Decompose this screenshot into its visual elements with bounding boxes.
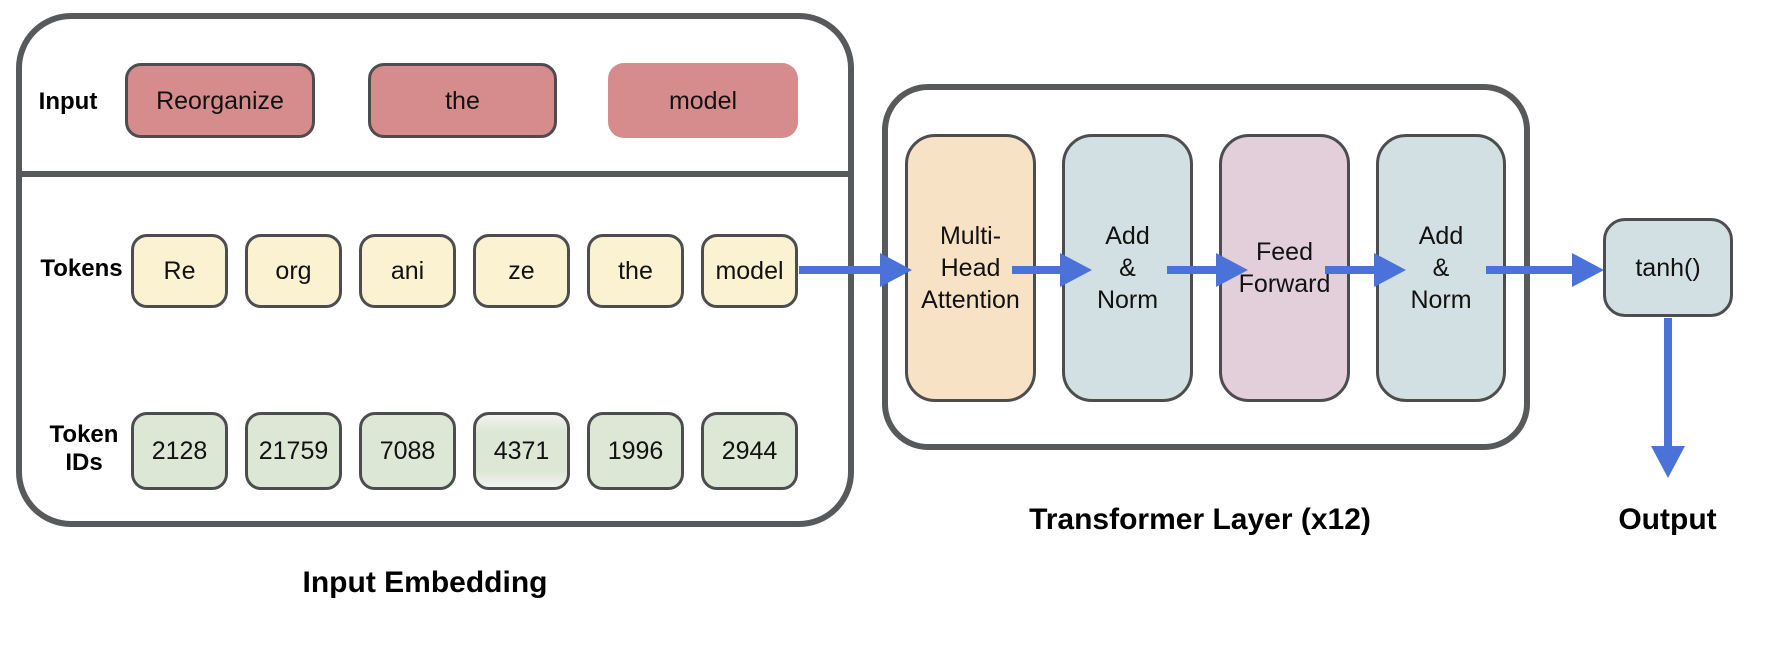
token-box-ani: ani — [359, 234, 456, 308]
token-id-box-2944: 2944 — [701, 412, 798, 490]
feed-forward-block: Feed Forward — [1219, 134, 1350, 402]
token-box-re: Re — [131, 234, 228, 308]
tokens-row-label: Tokens — [40, 255, 123, 282]
token-box-model: model — [701, 234, 798, 308]
input-row-label: Input — [38, 88, 98, 115]
input-embedding-caption: Input Embedding — [302, 566, 548, 599]
input-word-box-reorganize: Reorganize — [125, 63, 315, 138]
token-id-box-2128: 2128 — [131, 412, 228, 490]
input-embedding-divider — [16, 171, 854, 177]
output-caption: Output — [1618, 503, 1717, 536]
transformer-layer-caption: Transformer Layer (x12) — [1029, 503, 1371, 536]
tanh-activation-box: tanh() — [1603, 218, 1733, 317]
input-word-box-model: model — [608, 63, 798, 138]
token-id-box-4371: 4371 — [473, 412, 570, 490]
token-box-the: the — [587, 234, 684, 308]
token-ids-row-label: Token IDs — [49, 421, 119, 477]
input-word-box-the: the — [368, 63, 557, 138]
add-norm-block-1: Add & Norm — [1062, 134, 1193, 402]
add-norm-block-2: Add & Norm — [1376, 134, 1506, 402]
token-box-ze: ze — [473, 234, 570, 308]
multi-head-attention-block: Multi- Head Attention — [905, 134, 1036, 402]
token-id-box-7088: 7088 — [359, 412, 456, 490]
token-id-box-21759: 21759 — [245, 412, 342, 490]
arrow-tanh-to-output — [1651, 318, 1685, 478]
token-box-org: org — [245, 234, 342, 308]
token-id-box-1996: 1996 — [587, 412, 684, 490]
